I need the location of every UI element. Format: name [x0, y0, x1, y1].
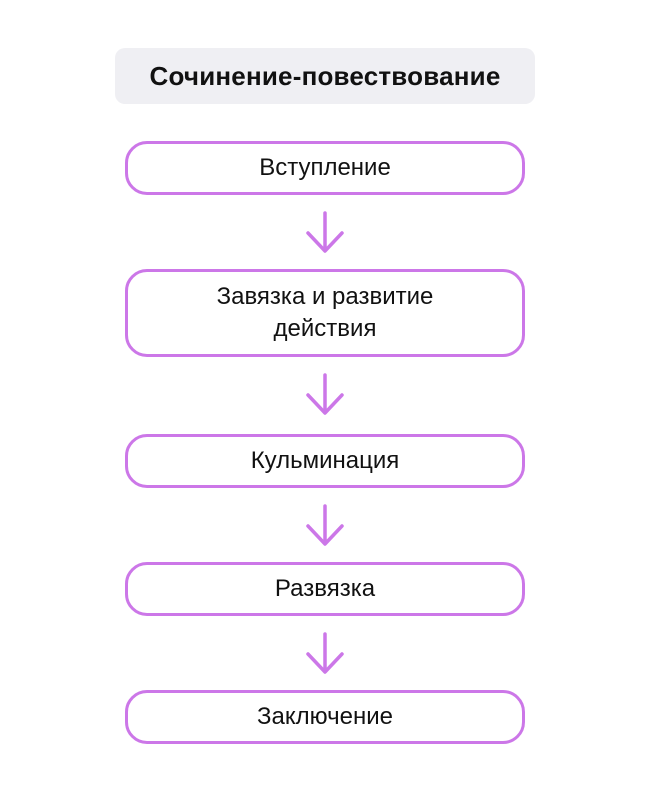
step-label: Завязка и развитие действия: [216, 283, 434, 342]
step-label: Развязка: [274, 575, 376, 602]
step-conclusion: Заключение: [125, 690, 525, 744]
arrow-down-icon: [304, 372, 346, 418]
arrow-down-icon: [304, 503, 346, 549]
diagram-title: Сочинение-повествование: [149, 60, 501, 91]
arrow-down-icon: [304, 210, 346, 256]
diagram-title-box: Сочинение-повествование: [115, 48, 535, 104]
step-label: Вступление: [259, 154, 391, 181]
step-label: Кульминация: [250, 447, 400, 474]
step-climax: Кульминация: [125, 434, 525, 488]
step-rising-action: Завязка и развитие действия: [125, 269, 525, 357]
step-introduction: Вступление: [125, 141, 525, 195]
step-denouement: Развязка: [125, 562, 525, 616]
step-label: Заключение: [257, 703, 393, 730]
arrow-down-icon: [304, 631, 346, 677]
